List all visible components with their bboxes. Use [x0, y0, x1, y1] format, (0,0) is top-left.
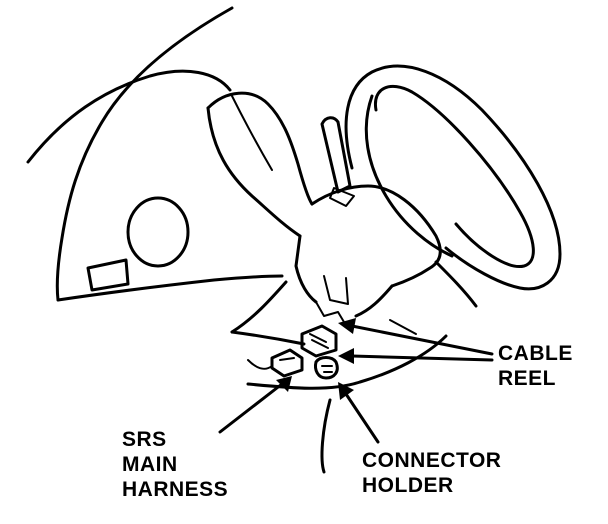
cable-reel-connector	[300, 301, 345, 358]
arrow-srs-main-harness	[218, 376, 292, 434]
srs-label-line-3: HARNESS	[122, 478, 229, 501]
cable-reel-label-line-2: REEL	[498, 367, 557, 390]
arrow-connector-holder	[338, 382, 380, 444]
arrow-cable-reel-lower	[338, 348, 494, 364]
srs-main-harness-label: SRS MAIN HARNESS	[122, 427, 228, 502]
cable-reel-label-line-1: CABLE	[498, 342, 573, 365]
srs-main-harness-connector	[247, 348, 304, 378]
connector-holder-label: CONNECTOR HOLDER	[362, 448, 501, 498]
holder-label-line-2: HOLDER	[362, 474, 454, 497]
srs-label-line-1: SRS	[122, 428, 167, 451]
dashboard-outline	[26, 6, 284, 302]
cable-reel-label: CABLE REEL	[498, 341, 573, 391]
steering-wheel	[344, 64, 562, 291]
connector-holder	[314, 356, 339, 380]
steering-column	[294, 184, 442, 318]
dashboard-switch	[86, 258, 130, 292]
dashboard-vent	[126, 196, 190, 268]
srs-label-line-2: MAIN	[122, 453, 178, 476]
arrow-cable-reel-upper	[338, 318, 494, 356]
instrument-hood	[206, 91, 314, 238]
holder-label-line-1: CONNECTOR	[362, 449, 502, 472]
